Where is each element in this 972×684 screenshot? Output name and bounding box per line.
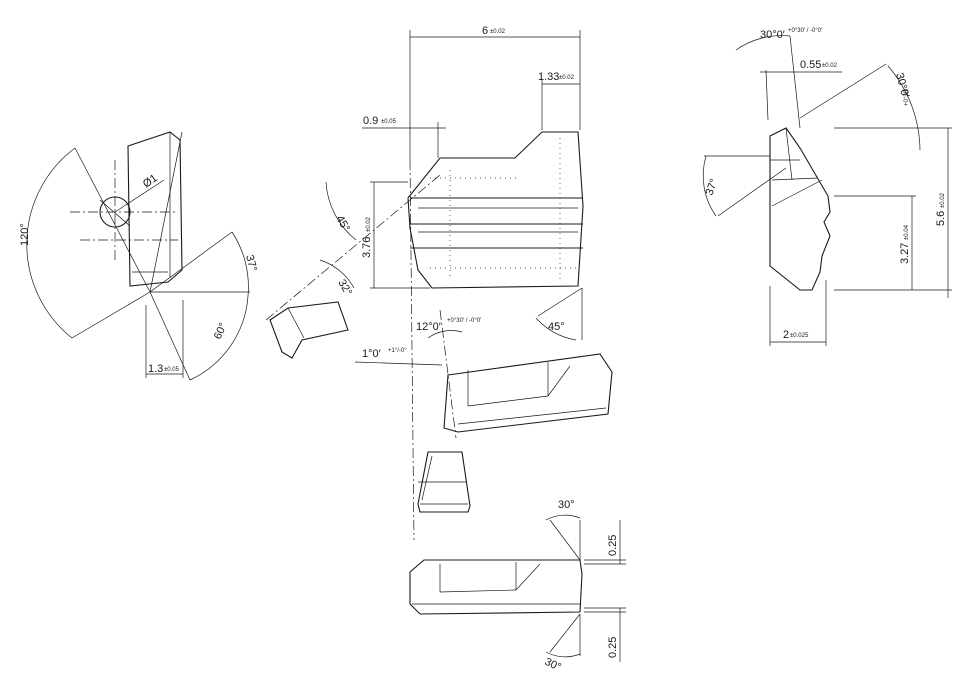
right-arc-37 xyxy=(702,155,717,217)
label-09-tol: ±0.05 xyxy=(381,119,397,125)
label-30-bottom: 30° xyxy=(543,656,563,674)
right-insert-line-2 xyxy=(771,177,819,181)
bottom-insert-line-4 xyxy=(515,563,541,591)
right-ext-30-2 xyxy=(799,63,887,119)
label-327-tol: ±0.04 xyxy=(904,224,910,240)
left-arc-120 xyxy=(26,147,76,339)
arc-45-top xyxy=(325,181,357,241)
left-view: Ø1 120° 37° 60° 1.3 ±0.05 xyxy=(19,131,259,381)
left-hole-leader xyxy=(99,199,131,227)
center-side-insert-outline xyxy=(443,353,613,433)
center-views: 6 ±0.02 1.33 ±0.02 0.9 ±0.05 3.76 ±0.02 … xyxy=(265,25,626,674)
centerline-vertical xyxy=(409,159,415,541)
bottom-insert-line-2 xyxy=(439,589,517,593)
label-055-tol: ±0.02 xyxy=(822,63,838,69)
arc-12 xyxy=(427,330,463,339)
label-133: 1.33 xyxy=(538,71,559,83)
label-13-tol: ±0.05 xyxy=(164,367,180,373)
label-32: 32° xyxy=(335,278,354,298)
center-bottom-insert-outline xyxy=(409,559,583,615)
centerline-diag xyxy=(265,174,441,321)
left-arc-ext-3 xyxy=(149,131,183,293)
right-arc-30 xyxy=(735,35,791,51)
left-arc-37 xyxy=(231,231,249,297)
right-insert-line-4 xyxy=(785,127,793,181)
label-30r-tol: +0°30′ / -0°0′ xyxy=(788,28,823,34)
center-end-piece-outline xyxy=(417,451,471,513)
label-055: 0.55 xyxy=(800,59,821,71)
label-133-tol: ±0.02 xyxy=(559,75,575,81)
label-37-left: 37° xyxy=(243,254,259,273)
left-arc-ext-4 xyxy=(149,231,233,293)
arc-45-bottom xyxy=(535,317,577,341)
label-2-tol: ±0.025 xyxy=(790,333,809,339)
arc-30-top xyxy=(545,514,581,521)
label-327: 3.27 xyxy=(899,243,911,264)
label-30r2-tol: +0°30′ xyxy=(904,88,910,106)
label-025-bottom: 0.25 xyxy=(607,637,619,658)
side-insert-line-5 xyxy=(457,407,607,425)
ext-30-bottom-2 xyxy=(549,613,581,653)
left-insert-outline xyxy=(127,131,183,287)
label-45-bottom: 45° xyxy=(548,321,565,333)
label-376-tol: ±0.02 xyxy=(366,216,372,232)
center-main-insert-outline xyxy=(407,131,584,289)
left-arc-ext-1 xyxy=(74,147,151,293)
left-arc-ext-2 xyxy=(71,291,151,339)
right-insert-line-3 xyxy=(771,179,823,207)
label-6: 6 xyxy=(482,25,488,37)
ext-45-bottom-2 xyxy=(537,287,583,317)
label-30-top: 30° xyxy=(558,499,575,511)
side-insert-line-2 xyxy=(467,395,549,407)
arc-30-bottom xyxy=(545,651,581,658)
end-piece-line-2 xyxy=(421,455,433,501)
center-tilted-piece xyxy=(269,301,349,359)
leader-1deg xyxy=(354,361,443,366)
ext-30-top-2 xyxy=(549,519,581,561)
label-56: 5.6 xyxy=(935,211,947,226)
label-1deg-tol: +1°/-0° xyxy=(388,348,407,354)
label-09: 0.9 xyxy=(363,115,378,127)
label-13: 1.3 xyxy=(148,363,163,375)
left-phi-leader xyxy=(114,179,165,213)
right-ext-30-b xyxy=(789,35,801,129)
left-arc-60 xyxy=(189,295,249,381)
label-025-top: 0.25 xyxy=(607,535,619,556)
right-ext-37-b xyxy=(717,167,787,217)
tilted-piece-edge xyxy=(287,307,305,339)
right-insert-outline xyxy=(769,127,831,291)
label-6-tol: ±0.02 xyxy=(490,29,506,35)
arc-32 xyxy=(319,259,355,289)
label-2: 2 xyxy=(783,329,789,341)
label-1deg: 1°0′ xyxy=(362,348,381,360)
label-12: 12°0′ xyxy=(416,321,441,333)
label-56-tol: ±0.02 xyxy=(940,192,946,208)
centerline-12 xyxy=(439,309,457,439)
right-view: 30°0′ +0°30′ / -0°0′ 0.55 ±0.02 30°0′ +0… xyxy=(702,28,952,346)
right-arc-30-2 xyxy=(887,65,921,151)
label-376: 3.76 xyxy=(361,237,373,258)
label-60: 60° xyxy=(212,321,230,341)
side-insert-line-4 xyxy=(547,365,571,397)
right-ext-30-a xyxy=(765,69,769,121)
label-37-right: 37° xyxy=(704,177,721,197)
label-30r: 30°0′ xyxy=(760,29,785,41)
label-120: 120° xyxy=(19,223,31,246)
label-12-tol: +0°30′ / -0°0′ xyxy=(447,318,482,324)
label-phi1: Ø1 xyxy=(141,172,160,190)
